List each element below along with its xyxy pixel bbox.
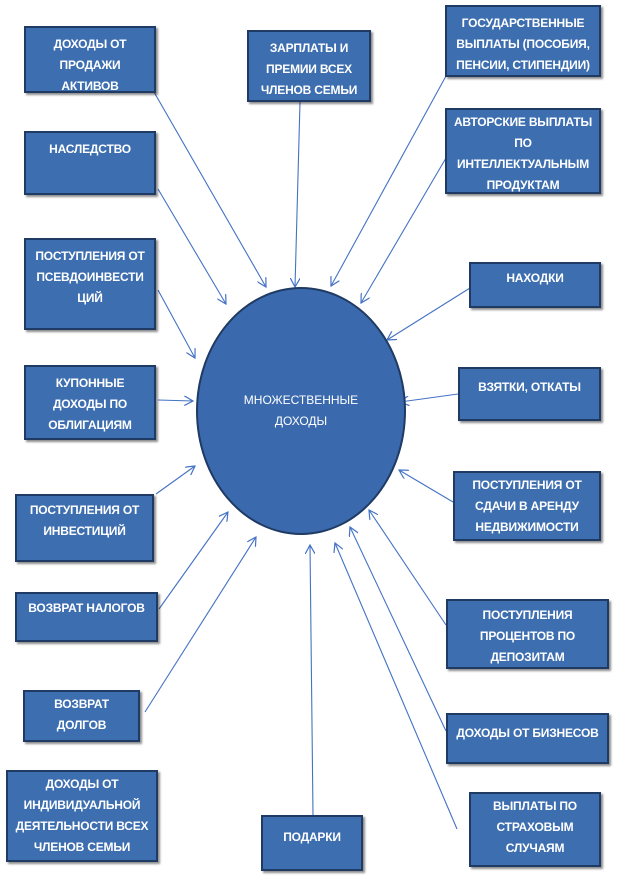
node-business: ДОХОДЫ ОТ БИЗНЕСОВ — [446, 713, 609, 764]
node-label: ВЗЯТКИ, ОТКАТЫ — [478, 380, 581, 394]
arrow-tax-refund — [158, 512, 228, 610]
node-label: ПОСТУПЛЕНИЯ ПРОЦЕНТОВ ПО ДЕПОЗИТАМ — [479, 608, 576, 664]
arrow-business — [350, 527, 447, 732]
arrow-rent — [399, 470, 454, 503]
arrow-state-payments — [331, 75, 447, 286]
node-label: ГОСУДАРСТВЕННЫЕ ВЫПЛАТЫ (ПОСОБИЯ, ПЕНСИИ… — [456, 16, 590, 72]
node-debt-return: ВОЗВРАТ ДОЛГОВ — [23, 690, 140, 742]
node-tax-refund: ВОЗВРАТ НАЛОГОВ — [15, 592, 158, 642]
arrow-investments — [155, 466, 195, 495]
node-state-payments: ГОСУДАРСТВЕННЫЕ ВЫПЛАТЫ (ПОСОБИЯ, ПЕНСИИ… — [445, 5, 601, 77]
arrow-debt-return — [144, 537, 256, 713]
node-label: ДОХОДЫ ОТ ИНДИВИДУАЛЬНОЙ ДЕЯТЕЛЬНОСТИ ВС… — [15, 777, 149, 854]
node-label: ПОСТУПЛЕНИЯ ОТ ПСЕВДОИНВЕСТИ ЦИЙ — [35, 249, 145, 305]
arrow-asset-sales — [153, 91, 266, 287]
node-individual-activity: ДОХОДЫ ОТ ИНДИВИДУАЛЬНОЙ ДЕЯТЕЛЬНОСТИ ВС… — [6, 770, 158, 862]
arrow-coupons — [157, 400, 193, 401]
node-label: ПОСТУПЛЕНИЯ ОТ ИНВЕСТИЦИЙ — [29, 503, 140, 538]
arrow-pseudo-investments — [157, 289, 195, 358]
center-label: МНОЖЕСТВЕННЫЕ ДОХОДЫ — [243, 393, 359, 428]
node-deposits: ПОСТУПЛЕНИЯ ПРОЦЕНТОВ ПО ДЕПОЗИТАМ — [446, 599, 609, 669]
center-node-multiple-incomes: МНОЖЕСТВЕННЫЕ ДОХОДЫ — [196, 287, 406, 535]
arrow-inheritance — [157, 188, 226, 304]
node-label: ВОЗВРАТ ДОЛГОВ — [54, 697, 109, 732]
node-gifts: ПОДАРКИ — [261, 815, 363, 871]
arrow-gifts — [310, 545, 313, 816]
node-pseudo-investments: ПОСТУПЛЕНИЯ ОТ ПСЕВДОИНВЕСТИ ЦИЙ — [24, 238, 156, 330]
node-label: АВТОРСКИЕ ВЫПЛАТЫ ПО ИНТЕЛЛЕКТУАЛЬНЫМ ПР… — [453, 115, 593, 192]
node-findings: НАХОДКИ — [469, 262, 601, 308]
node-royalties: АВТОРСКИЕ ВЫПЛАТЫ ПО ИНТЕЛЛЕКТУАЛЬНЫМ ПР… — [445, 108, 601, 194]
node-label: ВЫПЛАТЫ ПО СТРАХОВЫМ СЛУЧАЯМ — [493, 799, 577, 855]
node-coupons: КУПОННЫЕ ДОХОДЫ ПО ОБЛИГАЦИЯМ — [24, 365, 156, 440]
node-label: ВОЗВРАТ НАЛОГОВ — [28, 601, 145, 615]
node-salaries: ЗАРПЛАТЫ И ПРЕМИИ ВСЕХ ЧЛЕНОВ СЕМЬИ — [247, 30, 371, 102]
node-label: ДОХОДЫ ОТ ПРОДАЖИ АКТИВОВ — [53, 37, 127, 93]
node-label: ЗАРПЛАТЫ И ПРЕМИИ ВСЕХ ЧЛЕНОВ СЕМЬИ — [260, 41, 358, 97]
arrow-royalties — [361, 157, 447, 303]
node-label: ПОСТУПЛЕНИЯ ОТ СДАЧИ В АРЕНДУ НЕДВИЖИМОС… — [472, 478, 582, 534]
node-rent: ПОСТУПЛЕНИЯ ОТ СДАЧИ В АРЕНДУ НЕДВИЖИМОС… — [453, 471, 601, 541]
node-label: ДОХОДЫ ОТ БИЗНЕСОВ — [456, 726, 599, 740]
node-asset-sales: ДОХОДЫ ОТ ПРОДАЖИ АКТИВОВ — [24, 26, 156, 93]
node-insurance: ВЫПЛАТЫ ПО СТРАХОВЫМ СЛУЧАЯМ — [469, 792, 601, 867]
node-label: КУПОННЫЕ ДОХОДЫ ПО ОБЛИГАЦИЯМ — [48, 376, 132, 432]
node-label: НАСЛЕДСТВО — [49, 142, 131, 156]
node-investments: ПОСТУПЛЕНИЯ ОТ ИНВЕСТИЦИЙ — [15, 494, 154, 562]
arrow-salaries — [295, 101, 301, 287]
node-label: НАХОДКИ — [506, 271, 564, 285]
node-label: ПОДАРКИ — [283, 830, 341, 844]
arrow-bribes — [400, 393, 459, 402]
arrow-insurance — [335, 543, 458, 830]
arrow-deposits — [369, 510, 447, 626]
node-bribes: ВЗЯТКИ, ОТКАТЫ — [458, 367, 601, 421]
arrow-findings — [387, 287, 471, 340]
node-inheritance: НАСЛЕДСТВО — [24, 131, 156, 195]
